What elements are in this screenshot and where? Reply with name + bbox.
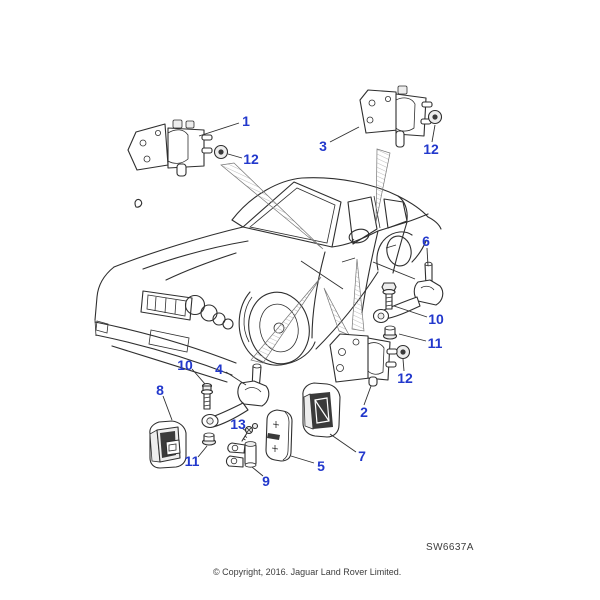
callout-9-bracket[interactable]: 9 [262,473,270,489]
part-rubber-gaiter [302,382,341,438]
callout-7-rubber-gaiter[interactable]: 7 [358,448,366,464]
callout-12-grommet-rear[interactable]: 12 [423,141,439,157]
leader-line-1-front-upper-hinge [198,122,240,137]
callout-11-nut-front[interactable]: 11 [185,453,200,469]
callout-5-rubber-buffer[interactable]: 5 [317,458,325,474]
leader-line-7-rubber-gaiter [329,433,357,453]
leader-line-4-front-check-strap [225,371,247,386]
pointer-wedge [323,287,350,336]
callout-13-screw[interactable]: 13 [230,416,246,432]
part-grommet-front [213,144,229,160]
callout-12-grommet-lower[interactable]: 12 [397,370,413,386]
callout-8-rubber-cover[interactable]: 8 [156,382,164,398]
callout-1-front-upper-hinge[interactable]: 1 [242,113,250,129]
pointer-wedge [220,162,324,250]
leader-line-13-screw [241,427,247,432]
part-grommet-rear [427,109,443,125]
part-rubber-buffer [265,409,293,462]
leader-line-10-bolt-rear [393,305,428,318]
diagram-code: SW6637A [426,542,474,553]
part-front-check-strap [201,363,270,429]
leader-line-10-bolt-front [191,368,206,385]
part-bracket [225,441,257,468]
callout-10-bolt-front[interactable]: 10 [177,357,193,373]
leader-line-2-rear-lower-hinge [363,385,372,406]
part-bolt-front [200,382,214,410]
leader-line-11-nut-rear [398,333,427,342]
leader-line-5-rubber-buffer [290,455,315,464]
part-nut-front [201,432,217,446]
part-screw [241,422,259,442]
pointer-wedge [351,258,365,332]
part-grommet-lower [395,344,411,360]
callout-3-rear-upper-hinge[interactable]: 3 [319,138,327,154]
callout-10-bolt-rear[interactable]: 10 [428,311,444,327]
part-bolt-rear [381,282,397,310]
callout-12-grommet-front[interactable]: 12 [243,151,259,167]
leader-line-9-bracket [251,466,264,477]
car-illustration [94,177,442,383]
leader-line-11-nut-front [197,445,208,458]
leader-line-8-rubber-cover [162,395,173,421]
pointer-wedges [220,148,391,364]
part-rear-upper-hinge [359,85,433,148]
leader-line-12-grommet-lower [402,358,405,372]
leader-line-12-grommet-front [227,153,243,159]
part-rear-lower-hinge [329,333,398,387]
callout-2-rear-lower-hinge[interactable]: 2 [360,404,368,420]
part-rubber-cover [149,420,187,469]
callout-11-nut-rear[interactable]: 11 [428,335,443,351]
callout-6-rear-check-strap[interactable]: 6 [422,233,430,249]
pointer-wedge [375,148,391,223]
part-rear-check-strap [372,261,444,324]
part-front-upper-hinge [127,119,213,177]
leader-line-12-grommet-rear [431,124,436,143]
part-nut-rear [382,325,398,340]
leader-line-3-rear-upper-hinge [329,126,360,143]
callout-4-front-check-strap[interactable]: 4 [215,361,223,377]
pointer-wedge [250,276,322,364]
callout-layer: 1 12 3 12 6 10 11 12 2 10 4 8 13 11 9 5 7 [156,113,444,489]
leader-line-6-rear-check-strap [426,247,429,267]
copyright-notice: © Copyright, 2016. Jaguar Land Rover Lim… [213,567,402,577]
